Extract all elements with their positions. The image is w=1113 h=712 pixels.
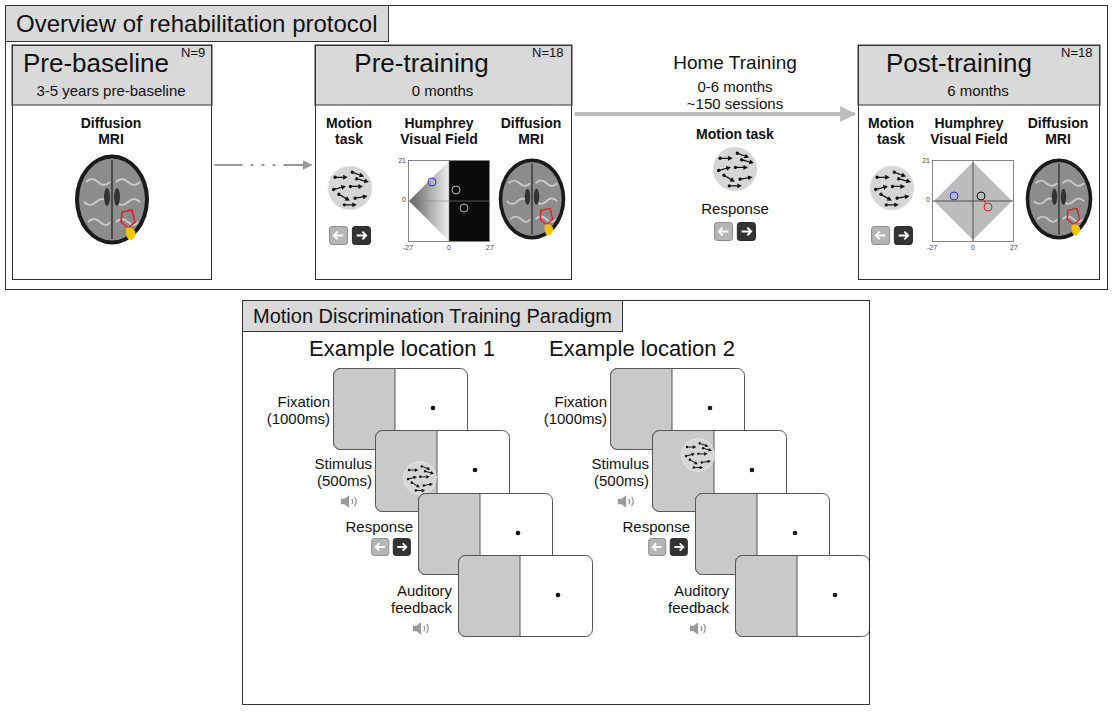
axis-tick: 21 [394,157,406,164]
svg-part [404,462,437,495]
svg-part [682,439,715,472]
sample-size: N=18 [1061,46,1097,61]
phase-box: Post-trainingN=18 6 monthsMotion taskHump… [858,45,1100,280]
measure-name: Diffusion MRI [1020,115,1096,147]
phase-time: 0 months [314,82,571,99]
header-bands [12,45,1100,105]
step-label: Response [602,518,690,535]
svg-part [459,556,593,637]
svg-part [499,159,566,240]
training-heading: Home Training [635,52,835,74]
phase-heading: Pre-baseline [11,49,181,79]
phase-time: 6 months [857,82,1099,99]
trial-screens-1 [334,369,593,637]
axis-tick: 0 [918,196,930,203]
phase-box: Pre-trainingN=18 0 monthsMotion task Humph… [315,45,572,280]
trial-screens-2 [611,369,870,637]
measure-name: Diffusion MRI [493,115,569,147]
phase-heading: Pre-training [314,49,529,79]
example-heading: Example location 1 [292,336,512,361]
sample-size: N=9 [181,46,211,61]
svg-part [933,161,1014,242]
phase-time: 3-5 years pre-baseline [11,82,211,99]
svg-part [75,155,149,245]
svg-part [715,222,756,240]
svg-part [872,226,913,244]
measure-name: Humphrey Visual Field [921,115,1017,147]
svg-part [690,622,705,635]
example-heading: Example location 2 [532,336,752,361]
measure-name: Diffusion MRI [66,115,156,147]
phase-box: Pre-baselineN=9 3-5 years pre-baselineDif… [12,45,212,280]
axis-tick: 27 [480,244,500,251]
measure-name: Motion task [655,126,815,142]
phase-heading: Post-training [857,49,1061,79]
training-sessions: ~150 sessions [635,95,835,112]
overview-panel: Overview of rehabilitation protocolPre-b… [5,5,1108,290]
axis-tick: 0 [439,244,459,251]
flow-arrow [575,112,855,116]
measure-name: Humphrey Visual Field [391,115,487,147]
svg-part [1026,159,1093,240]
step-label: Fixation (1000ms) [527,393,607,428]
mri-images [75,155,1092,245]
axis-tick: -27 [922,244,942,251]
svg-part [413,622,428,635]
sample-size: N=18 [532,46,568,61]
svg-part [12,45,212,105]
panel-title: Overview of rehabilitation protocol [6,6,389,42]
svg-part [858,45,1100,105]
step-label: Response [325,518,413,535]
svg-part [315,45,572,105]
flow-arrow [215,164,312,166]
training-duration: 0-6 months [635,78,835,95]
axis-tick: 27 [1004,244,1024,251]
axis-tick: 0 [963,244,983,251]
svg-part [328,166,372,210]
step-label: Auditory feedback [372,582,452,617]
svg-part [372,538,411,555]
step-label: Response [655,200,815,217]
step-label: Fixation (1000ms) [250,393,330,428]
svg-part [649,538,688,555]
measure-name: Motion task [321,115,377,147]
step-label: Stimulus (500ms) [292,455,372,490]
svg-part [736,556,870,637]
svg-part [713,147,757,191]
axis-tick: 21 [918,157,930,164]
measure-name: Motion task [863,115,919,147]
axis-tick: 0 [394,196,406,203]
panel-title: Motion Discrimination Training Paradigm [243,301,623,332]
visual-field-maps [409,161,1014,242]
step-label: Stimulus (500ms) [569,455,649,490]
axis-tick: -27 [398,244,418,251]
svg-part [341,495,356,508]
svg-part [409,161,490,242]
step-label: Auditory feedback [649,582,729,617]
svg-part [870,166,914,210]
svg-part [618,495,633,508]
svg-part [330,226,371,244]
speaker-icons [341,495,705,635]
